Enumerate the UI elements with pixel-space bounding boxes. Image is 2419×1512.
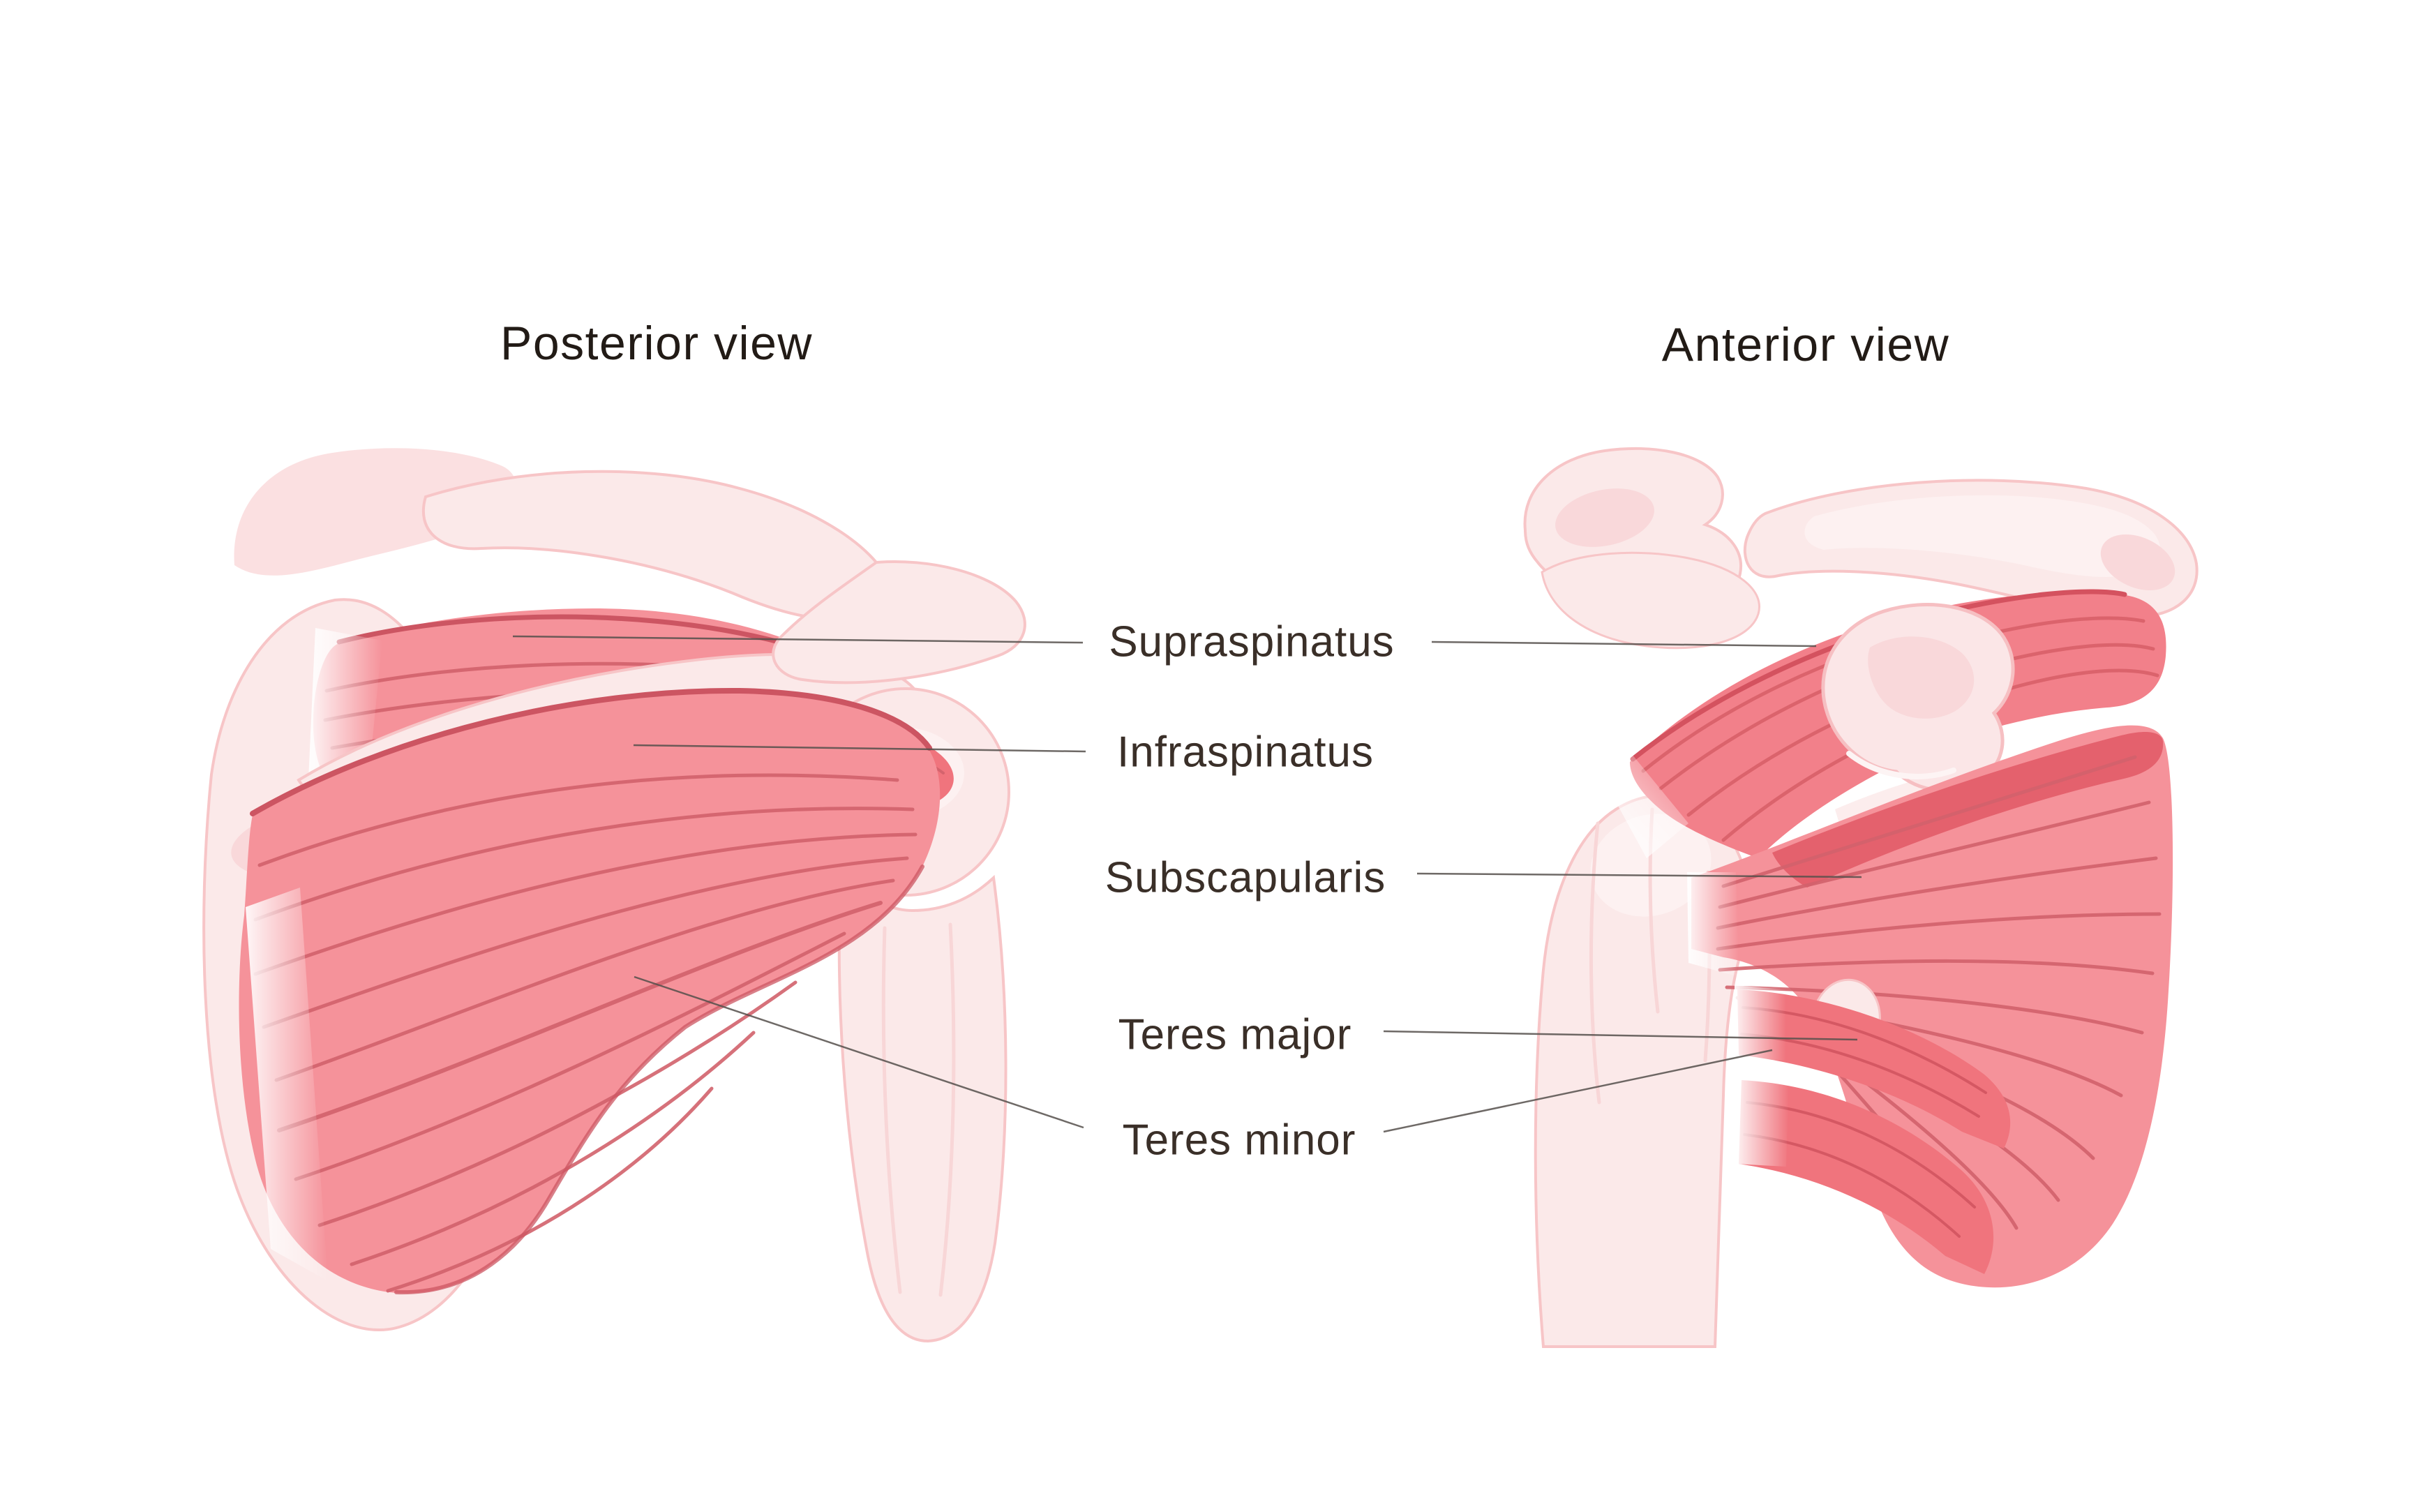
posterior-view-title: Posterior view xyxy=(500,317,814,370)
trapezius-silhouette xyxy=(234,448,516,576)
anterior-view-title: Anterior view xyxy=(1661,318,1950,371)
posterior-shoulder-illustration xyxy=(202,448,1026,1343)
teres-major-label: Teres major xyxy=(1118,1010,1352,1059)
infraspinatus-muscle-posterior xyxy=(239,687,941,1295)
anterior-shoulder-illustration xyxy=(1523,447,2199,1348)
clavicle-bone-posterior xyxy=(421,470,888,621)
clavicle-bone-anterior xyxy=(1743,479,2199,619)
subscapularis-label: Subscapularis xyxy=(1104,853,1386,902)
teres-minor-label: Teres minor xyxy=(1122,1116,1356,1165)
coracoid-process-bone xyxy=(1821,603,2015,792)
supraspinatus-label: Supraspinatus xyxy=(1109,617,1395,666)
acromion-bone xyxy=(772,560,1026,684)
infraspinatus-label: Infraspinatus xyxy=(1117,728,1374,777)
vertebra-bones xyxy=(1523,447,1760,650)
